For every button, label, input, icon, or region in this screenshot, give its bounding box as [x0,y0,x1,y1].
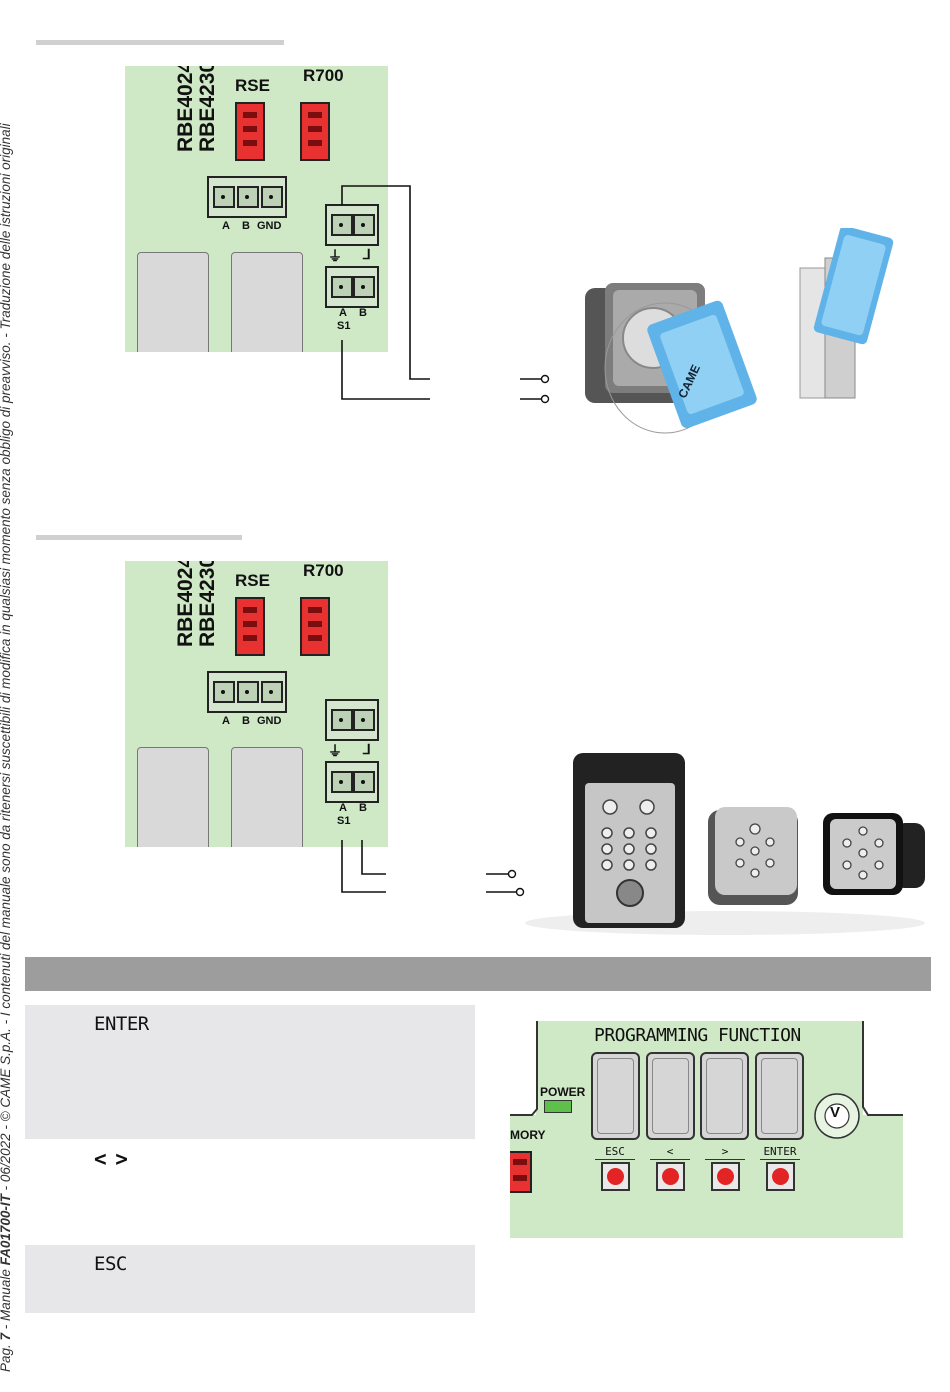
rse-connector [235,102,265,161]
terminal-power [325,699,379,741]
module-label-rbe4230: RBE4230 [196,561,219,647]
card-reader-illustration: CAME [585,228,894,434]
module-label-rbe4024: RBE4024 [174,66,197,152]
connector-label-r700: R700 [303,561,344,580]
arrow-buttons-label: < > [94,1147,128,1171]
ground-symbol-icon: ⏚ [328,248,342,264]
control-board-2: RBE4024 RBE4230 RSE R700 A B GND ⏚ ⅃ A B… [125,561,388,847]
left-arrow-button[interactable] [656,1162,685,1191]
r700-connector [300,102,330,161]
terminal-label-gnd: GND [257,715,282,727]
relay-1 [137,252,209,352]
section-header-band [25,957,931,991]
display-digit-4 [755,1052,804,1140]
relay-2 [231,747,303,847]
terminal-a-b-gnd [207,671,287,713]
terminal-label-b: B [242,220,250,232]
display-digit-2 [646,1052,695,1140]
r700-connector [300,597,330,656]
s1-label-b: B [359,307,367,319]
btn-label-left: < [650,1145,690,1160]
s1-label-b: B [359,802,367,814]
display-digit-1 [591,1052,640,1140]
keypad-illustration [525,753,925,935]
terminal-label-b: B [242,715,250,727]
s1-label: S1 [337,815,351,827]
terminal-s1 [325,266,379,308]
btn-label-esc: ESC [595,1145,635,1160]
connector-label-rse: RSE [235,571,270,590]
btn-label-enter: ENTER [760,1145,800,1160]
programming-board: PROGRAMMING FUNCTION POWER MORY ESC < > … [510,1021,903,1238]
btn-label-right: > [705,1145,745,1160]
terminal-a-b-gnd [207,176,287,218]
relay-1 [137,747,209,847]
power-led [544,1100,572,1113]
s1-label-a: A [339,307,347,319]
ground-symbol-icon: ⏚ [328,743,342,759]
enter-button-panel [25,1005,475,1139]
white-cutout-right [863,1021,903,1115]
power-label: POWER [540,1085,586,1099]
dial-label: V [830,1104,841,1121]
terminal-power [325,204,379,246]
module-label-rbe4230: RBE4230 [196,66,219,152]
terminal-s1 [325,761,379,803]
s1-label: S1 [337,320,351,332]
enter-button-label: ENTER [94,1013,149,1035]
esc-button-label: ESC [94,1253,127,1275]
control-board-1: RBE4024 RBE4230 RSE R700 A B GND ⏚ ⅃ A B… [125,66,388,352]
connector-label-rse: RSE [235,76,270,95]
memory-label: MORY [510,1128,546,1142]
relay-2 [231,252,303,352]
wiring-diagram-1 [341,185,550,404]
supply-symbol-icon: ⅃ [363,246,371,262]
terminal-label-a: A [222,220,230,232]
esc-button-panel [25,1245,475,1313]
wiring-diagram-2 [341,840,525,897]
white-cutout-left [510,1021,536,1115]
section-divider-2 [36,535,242,540]
rse-connector [235,597,265,656]
section-divider-1 [36,40,284,45]
terminal-label-gnd: GND [257,220,282,232]
supply-symbol-icon: ⅃ [363,741,371,757]
memory-connector [510,1151,532,1193]
board-outline [510,1021,903,1116]
voltage-selector-dial[interactable] [812,1091,862,1141]
connector-label-r700: R700 [303,66,344,85]
s1-label-a: A [339,802,347,814]
footer-sidebar-text: Pag. 7 - Manuale FA01700-IT - 06/2022 - … [0,123,13,1372]
enter-button[interactable] [766,1162,795,1191]
esc-button[interactable] [601,1162,630,1191]
programming-title: PROGRAMMING FUNCTION [594,1025,801,1046]
module-label-rbe4024: RBE4024 [174,561,197,647]
display-digit-3 [700,1052,749,1140]
terminal-label-a: A [222,715,230,727]
right-arrow-button[interactable] [711,1162,740,1191]
